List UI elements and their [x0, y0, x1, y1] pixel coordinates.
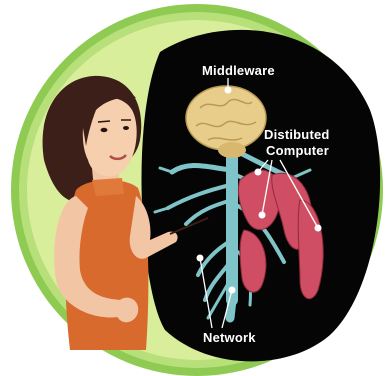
label-distributed-line2: Computer [266, 143, 329, 158]
label-network: Network [203, 330, 256, 345]
label-middleware: Middleware [202, 63, 275, 78]
label-distributed-line1: Distibuted [264, 127, 330, 142]
